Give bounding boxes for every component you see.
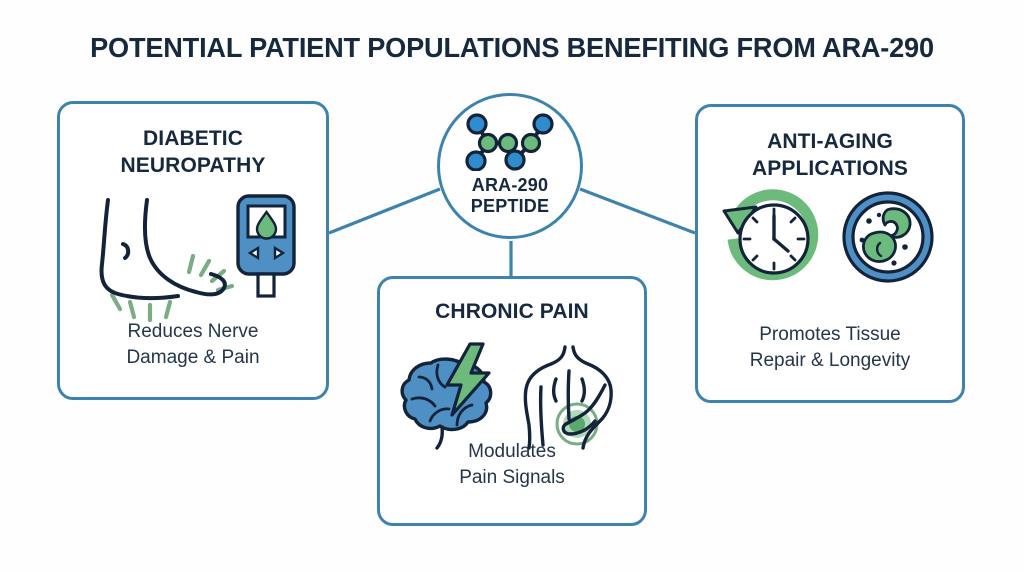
card-bottom-icons — [380, 341, 644, 451]
cell-icon — [842, 191, 934, 283]
organelle-icon — [862, 230, 897, 263]
card-left-icons — [60, 192, 326, 322]
brain-lightning-icon — [400, 342, 493, 450]
test-strip-icon — [256, 272, 276, 298]
molecule-node-green — [520, 132, 542, 154]
glucose-meter-icon — [236, 194, 296, 298]
blood-drop-icon — [255, 209, 278, 240]
clock-reverse-icon — [722, 189, 819, 281]
center-node-ara290[interactable]: ARA-290 PEPTIDE — [437, 93, 583, 239]
card-chronic-pain[interactable]: CHRONIC PAIN — [377, 276, 647, 526]
lightning-bolt-icon — [445, 342, 491, 417]
connector-right — [579, 187, 696, 235]
card-bottom-caption: Modulates Pain Signals — [459, 441, 565, 489]
clock-ticks — [742, 207, 806, 271]
cell-dots — [859, 212, 908, 266]
molecule-node-blue — [504, 149, 526, 171]
card-diabetic-neuropathy[interactable]: DIABETIC NEUROPATHY — [57, 101, 329, 400]
card-right-title: ANTI-AGING APPLICATIONS — [752, 130, 908, 180]
back-pain-torso-icon — [523, 345, 613, 450]
card-right-caption: Promotes Tissue Repair & Longevity — [749, 324, 911, 372]
center-node-label: ARA-290 PEPTIDE — [470, 175, 550, 217]
molecule-node-green — [477, 132, 499, 154]
card-left-caption: Reduces Nerve Damage & Pain — [126, 321, 260, 369]
foot-and-glucose-meter-icon — [99, 194, 296, 322]
molecule-node-blue — [532, 113, 554, 135]
molecule-node-green — [497, 132, 519, 154]
card-right-icons — [698, 185, 962, 289]
molecule-node-blue — [465, 150, 487, 171]
foot-outline-icon — [99, 198, 227, 301]
peptide-chain-icon — [465, 113, 554, 171]
card-anti-aging[interactable]: ANTI-AGING APPLICATIONS — [695, 104, 965, 403]
organelle-icon — [881, 207, 912, 239]
page-title: POTENTIAL PATIENT POPULATIONS BENEFITING… — [90, 32, 934, 63]
clock-hands — [772, 214, 790, 253]
pain-lines-icon — [109, 253, 235, 322]
card-left-title: DIABETIC NEUROPATHY — [120, 127, 266, 177]
molecule-node-blue — [466, 113, 488, 135]
connector-left — [328, 187, 441, 235]
card-bottom-title: CHRONIC PAIN — [435, 300, 589, 323]
